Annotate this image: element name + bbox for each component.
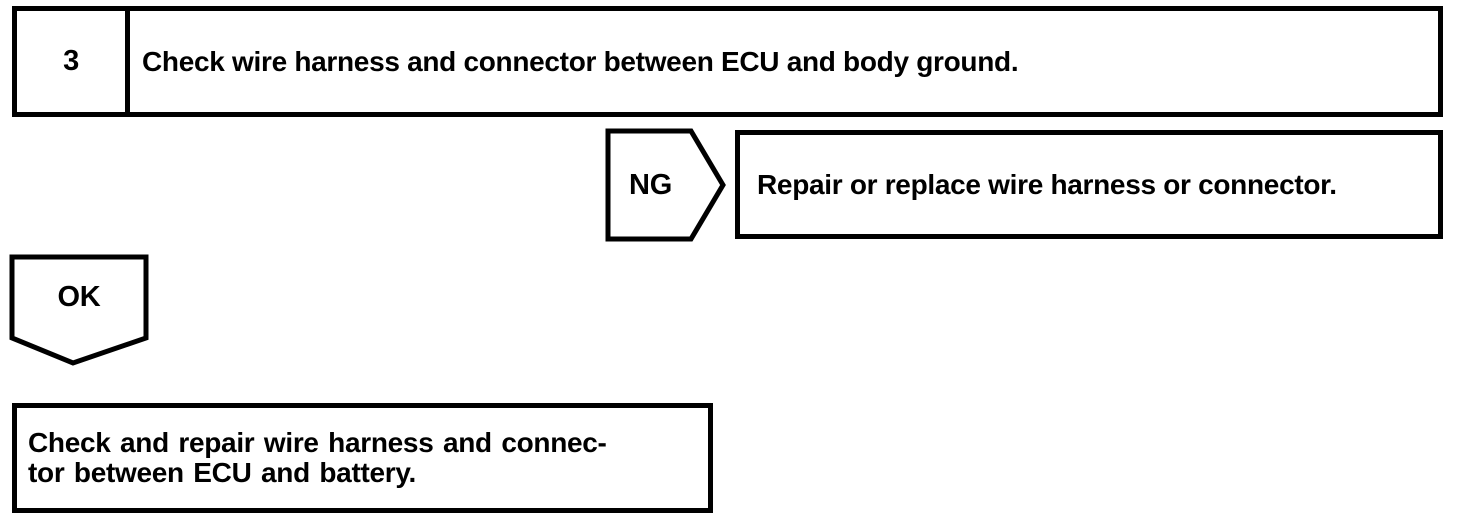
ok-label: OK <box>57 281 101 313</box>
step-box: 3 Check wire harness and connector betwe… <box>12 6 1443 117</box>
ok-pentagon-icon <box>9 254 149 366</box>
ng-pentagon-icon <box>605 128 726 242</box>
ng-arrow-shape <box>605 128 726 242</box>
ng-action-text: Repair or replace wire harness or connec… <box>757 168 1337 200</box>
step-instruction: Check wire harness and connector between… <box>142 45 1019 77</box>
next-action-box: Check and repair wire harness and connec… <box>12 403 713 513</box>
ng-action-box: Repair or replace wire harness or connec… <box>735 130 1443 239</box>
next-action-line-2: tor between ECU and battery. <box>28 457 417 488</box>
ok-arrow-shape <box>9 254 149 366</box>
ng-label: NG <box>629 168 672 201</box>
next-action-line-1: Check and repair wire harness and connec… <box>28 427 607 458</box>
step-number: 3 <box>17 11 130 112</box>
